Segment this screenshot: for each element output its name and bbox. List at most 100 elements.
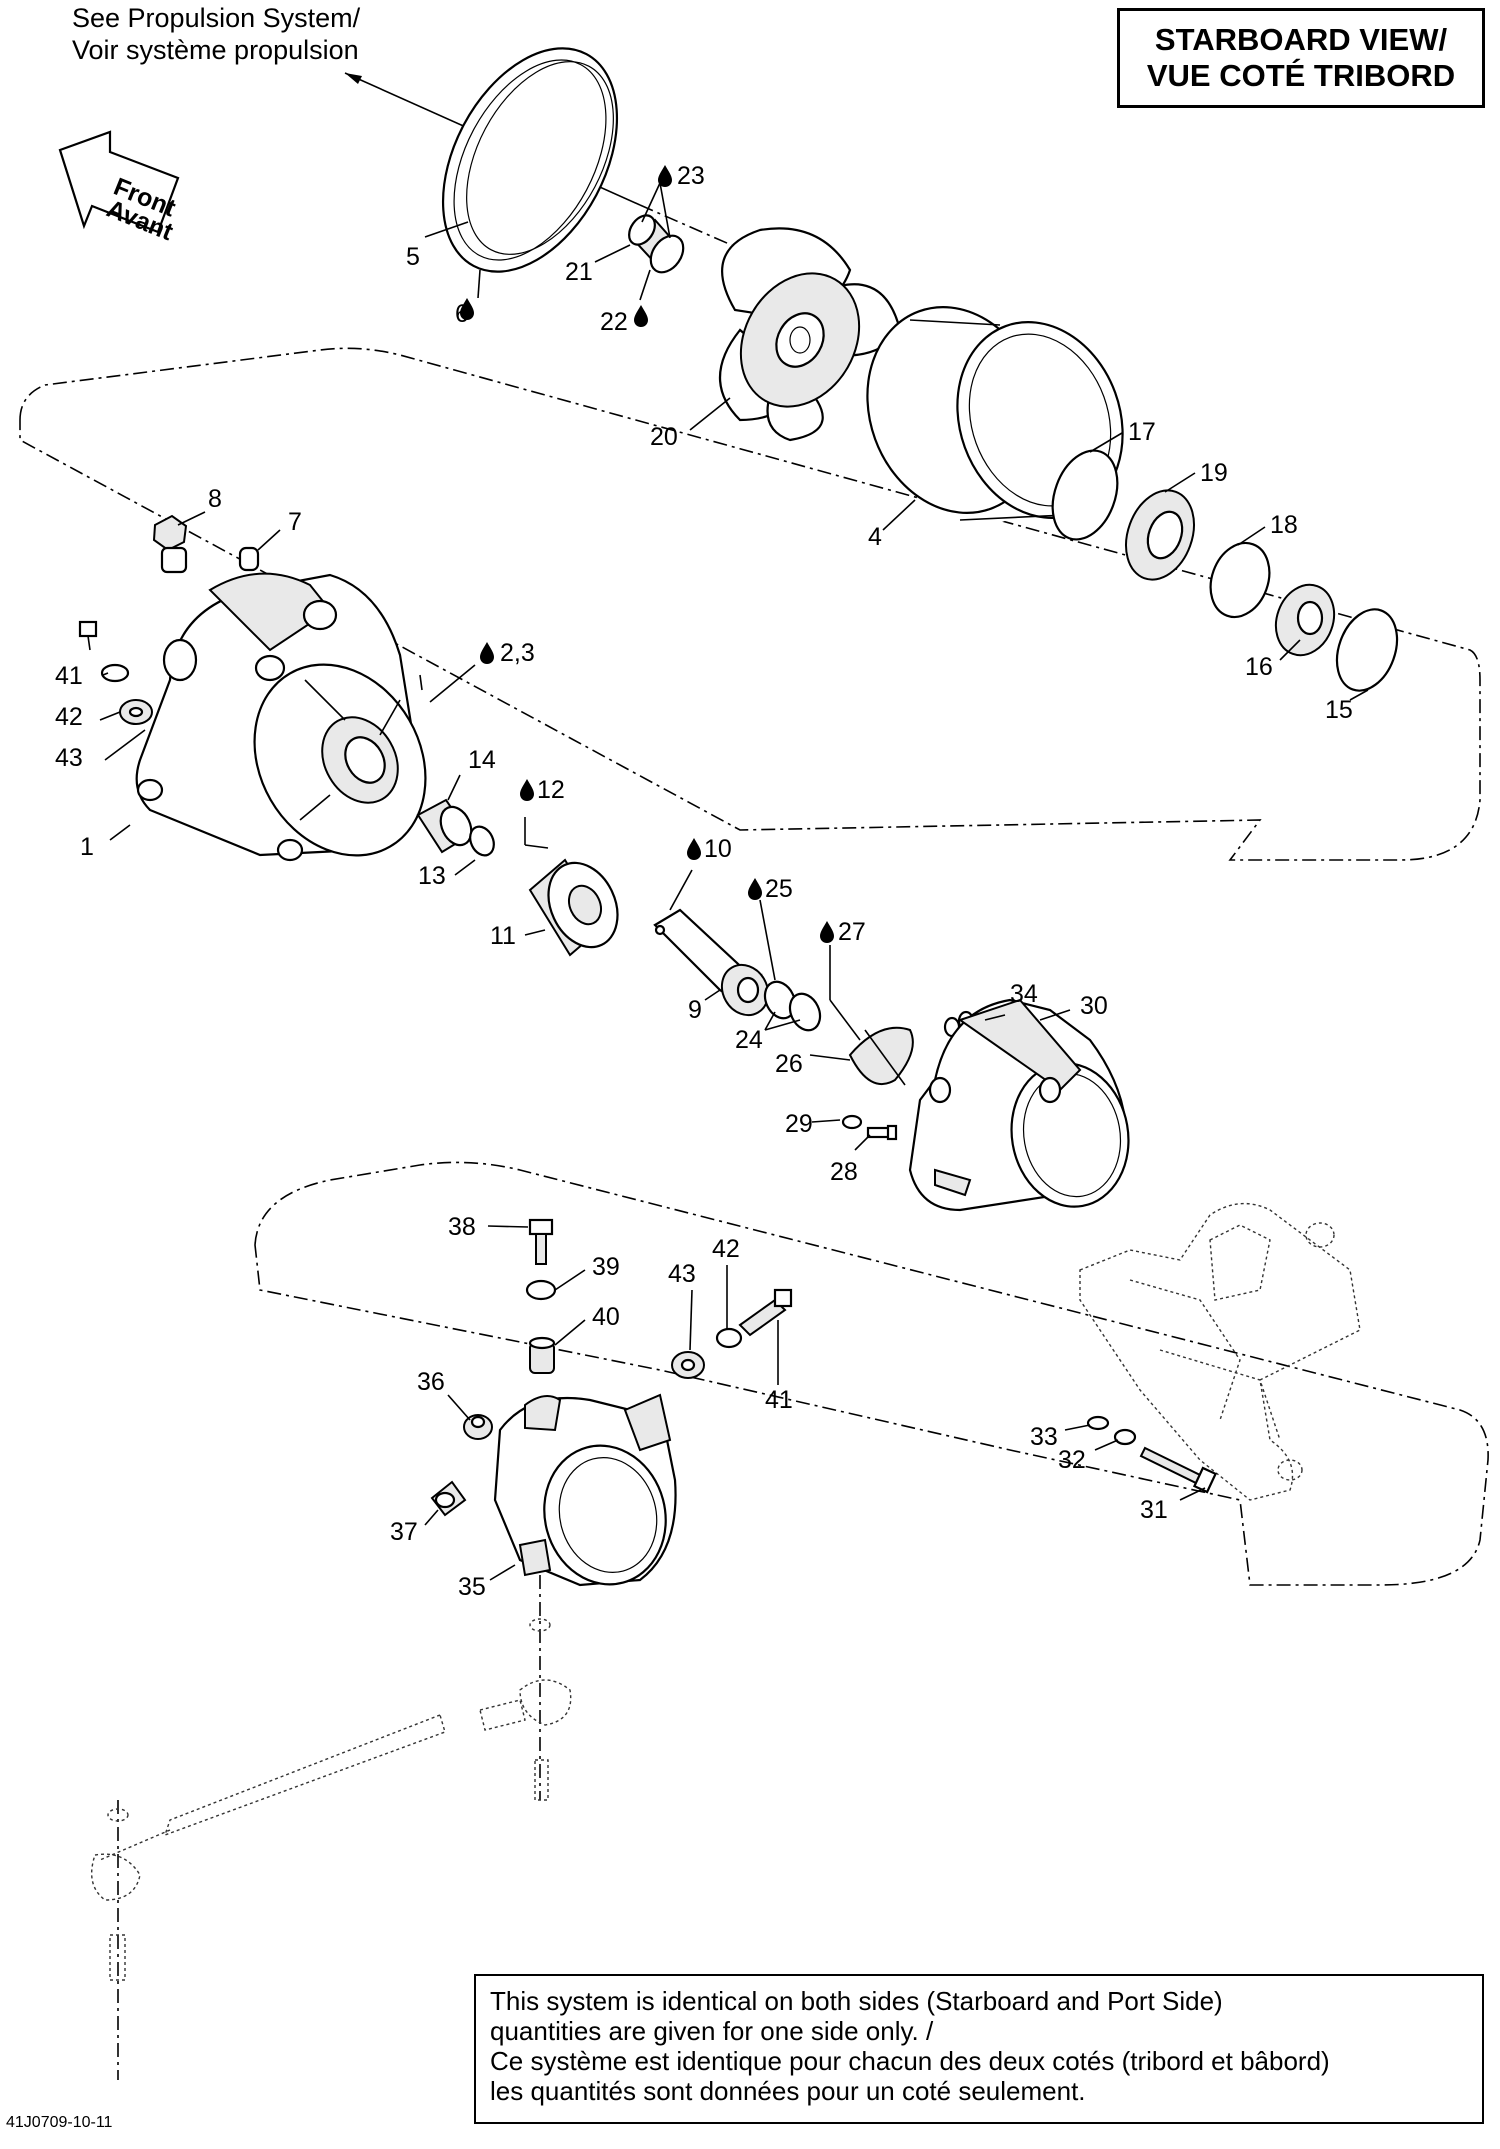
callout-23: 23 (677, 162, 705, 190)
reference-note-line2: Voir système propulsion (72, 35, 359, 65)
oil-drop-icon (634, 305, 648, 327)
callout-25: 25 (765, 875, 793, 903)
part-15-o-ring (1335, 608, 1399, 692)
oil-drop-icon (820, 921, 834, 943)
part-43-grommet-upper (119, 699, 153, 725)
reference-note-line1: See Propulsion System/ (72, 3, 361, 33)
callout-39: 39 (592, 1253, 620, 1281)
steering-linkage-dotted (91, 1575, 572, 2080)
callout-13: 13 (418, 862, 446, 890)
part-35-nozzle (493, 1393, 677, 1587)
callout-32: 32 (1058, 1446, 1086, 1474)
part-8-drain-plug (152, 514, 188, 574)
upper-group-boundary (19, 347, 1481, 861)
identical-sides-note: This system is identical on both sides (… (474, 1974, 1484, 2124)
part-16-bearing (1274, 583, 1336, 657)
note-line1: This system is identical on both sides (… (490, 1986, 1223, 2016)
callout-29: 29 (785, 1110, 813, 1138)
part-39-washer (525, 1279, 557, 1301)
callout-37: 37 (390, 1518, 418, 1546)
callout-41-lower: 41 (765, 1386, 793, 1414)
note-line2: quantities are given for one side only. … (490, 2016, 934, 2046)
propulsion-arrowhead (345, 73, 362, 84)
callout-27: 27 (838, 918, 866, 946)
part-41-screw-lower (738, 1288, 793, 1337)
part-32-washer (1113, 1428, 1137, 1446)
callout-38: 38 (448, 1213, 476, 1241)
drawing-code: 41J0709-10-11 (6, 2114, 113, 2131)
part-14-bushing (416, 798, 473, 854)
callout-5: 5 (406, 243, 420, 271)
lower-group-boundary (254, 1161, 1489, 1586)
callout-41-upper: 41 (55, 662, 83, 690)
front-arrow-icon: Front Avant (58, 130, 180, 246)
part-18-ring (1209, 541, 1271, 619)
part-7-pin (238, 546, 260, 572)
callout-43-upper: 43 (55, 744, 83, 772)
callout-24: 24 (735, 1026, 763, 1054)
part-40-bushing (528, 1336, 556, 1374)
view-title-line2: VUE COTÉ TRIBORD (1146, 58, 1456, 93)
callout-7: 7 (288, 508, 302, 536)
callout-31: 31 (1140, 1496, 1168, 1524)
propulsion-reference-note: See Propulsion System/ Voir système prop… (72, 2, 360, 66)
callout-42-lower: 42 (712, 1235, 740, 1263)
part-43-grommet-lower (671, 1351, 705, 1379)
callout-40: 40 (592, 1303, 620, 1331)
callout-17: 17 (1128, 418, 1156, 446)
part-9-shaft (653, 908, 770, 1017)
part-42-washer-upper (100, 663, 130, 683)
callout-16: 16 (1245, 653, 1273, 681)
callout-12: 12 (537, 776, 565, 804)
callout-21: 21 (565, 258, 593, 286)
callout-1: 1 (80, 833, 94, 861)
callout-28: 28 (830, 1158, 858, 1186)
callout-19: 19 (1200, 459, 1228, 487)
callout-2-3: 2,3 (500, 639, 535, 667)
leader-lines (99, 182, 1369, 1581)
callout-4: 4 (868, 523, 882, 551)
oil-drop-icon (480, 642, 494, 664)
callout-35: 35 (458, 1573, 486, 1601)
view-title-box: STARBOARD VIEW/ VUE COTÉ TRIBORD (1117, 8, 1485, 108)
callout-14: 14 (468, 746, 496, 774)
note-line4: les quantités sont données pour un coté … (490, 2076, 1086, 2106)
callout-8: 8 (208, 485, 222, 513)
part-42-washer-lower (715, 1327, 743, 1349)
part-26-cone (848, 1026, 914, 1086)
part-1-pump-housing (135, 572, 427, 862)
callout-11: 11 (490, 922, 516, 950)
oil-drop-icon (658, 165, 672, 187)
part-21-bushing (628, 214, 685, 274)
callout-20: 20 (650, 423, 678, 451)
part-38-screw (528, 1218, 554, 1265)
callout-18: 18 (1270, 511, 1298, 539)
callout-labels: 5 6 21 22 23 20 4 17 19 18 16 15 8 7 2,3… (55, 162, 1353, 1601)
callout-34: 34 (1010, 980, 1038, 1008)
view-title-line1: STARBOARD VIEW/ (1154, 22, 1448, 57)
callout-26: 26 (775, 1050, 803, 1078)
callout-6: 6 (455, 300, 469, 328)
callout-36: 36 (417, 1368, 445, 1396)
part-5-wear-ring (441, 47, 619, 273)
part-11-bearing (528, 858, 619, 957)
callout-22: 22 (600, 308, 628, 336)
part-13-o-ring (469, 825, 495, 857)
oil-drop-icon (748, 878, 762, 900)
oil-drop-icon (687, 838, 701, 860)
callout-15: 15 (1325, 696, 1353, 724)
oil-drop-icon (520, 779, 534, 801)
callout-30: 30 (1080, 992, 1108, 1020)
part-28-screw (866, 1124, 898, 1141)
part-24-o-ring-a (763, 980, 797, 1020)
part-30-venturi (908, 998, 1130, 1212)
part-29-washer (841, 1114, 863, 1130)
callout-9: 9 (688, 996, 702, 1024)
note-line3: Ce système est identique pour chacun des… (490, 2046, 1330, 2076)
part-17-circlip (1051, 449, 1119, 541)
callout-33: 33 (1030, 1423, 1058, 1451)
part-37-grommet (430, 1480, 467, 1517)
part-20-impeller (719, 227, 902, 442)
callout-43-lower: 43 (668, 1260, 696, 1288)
